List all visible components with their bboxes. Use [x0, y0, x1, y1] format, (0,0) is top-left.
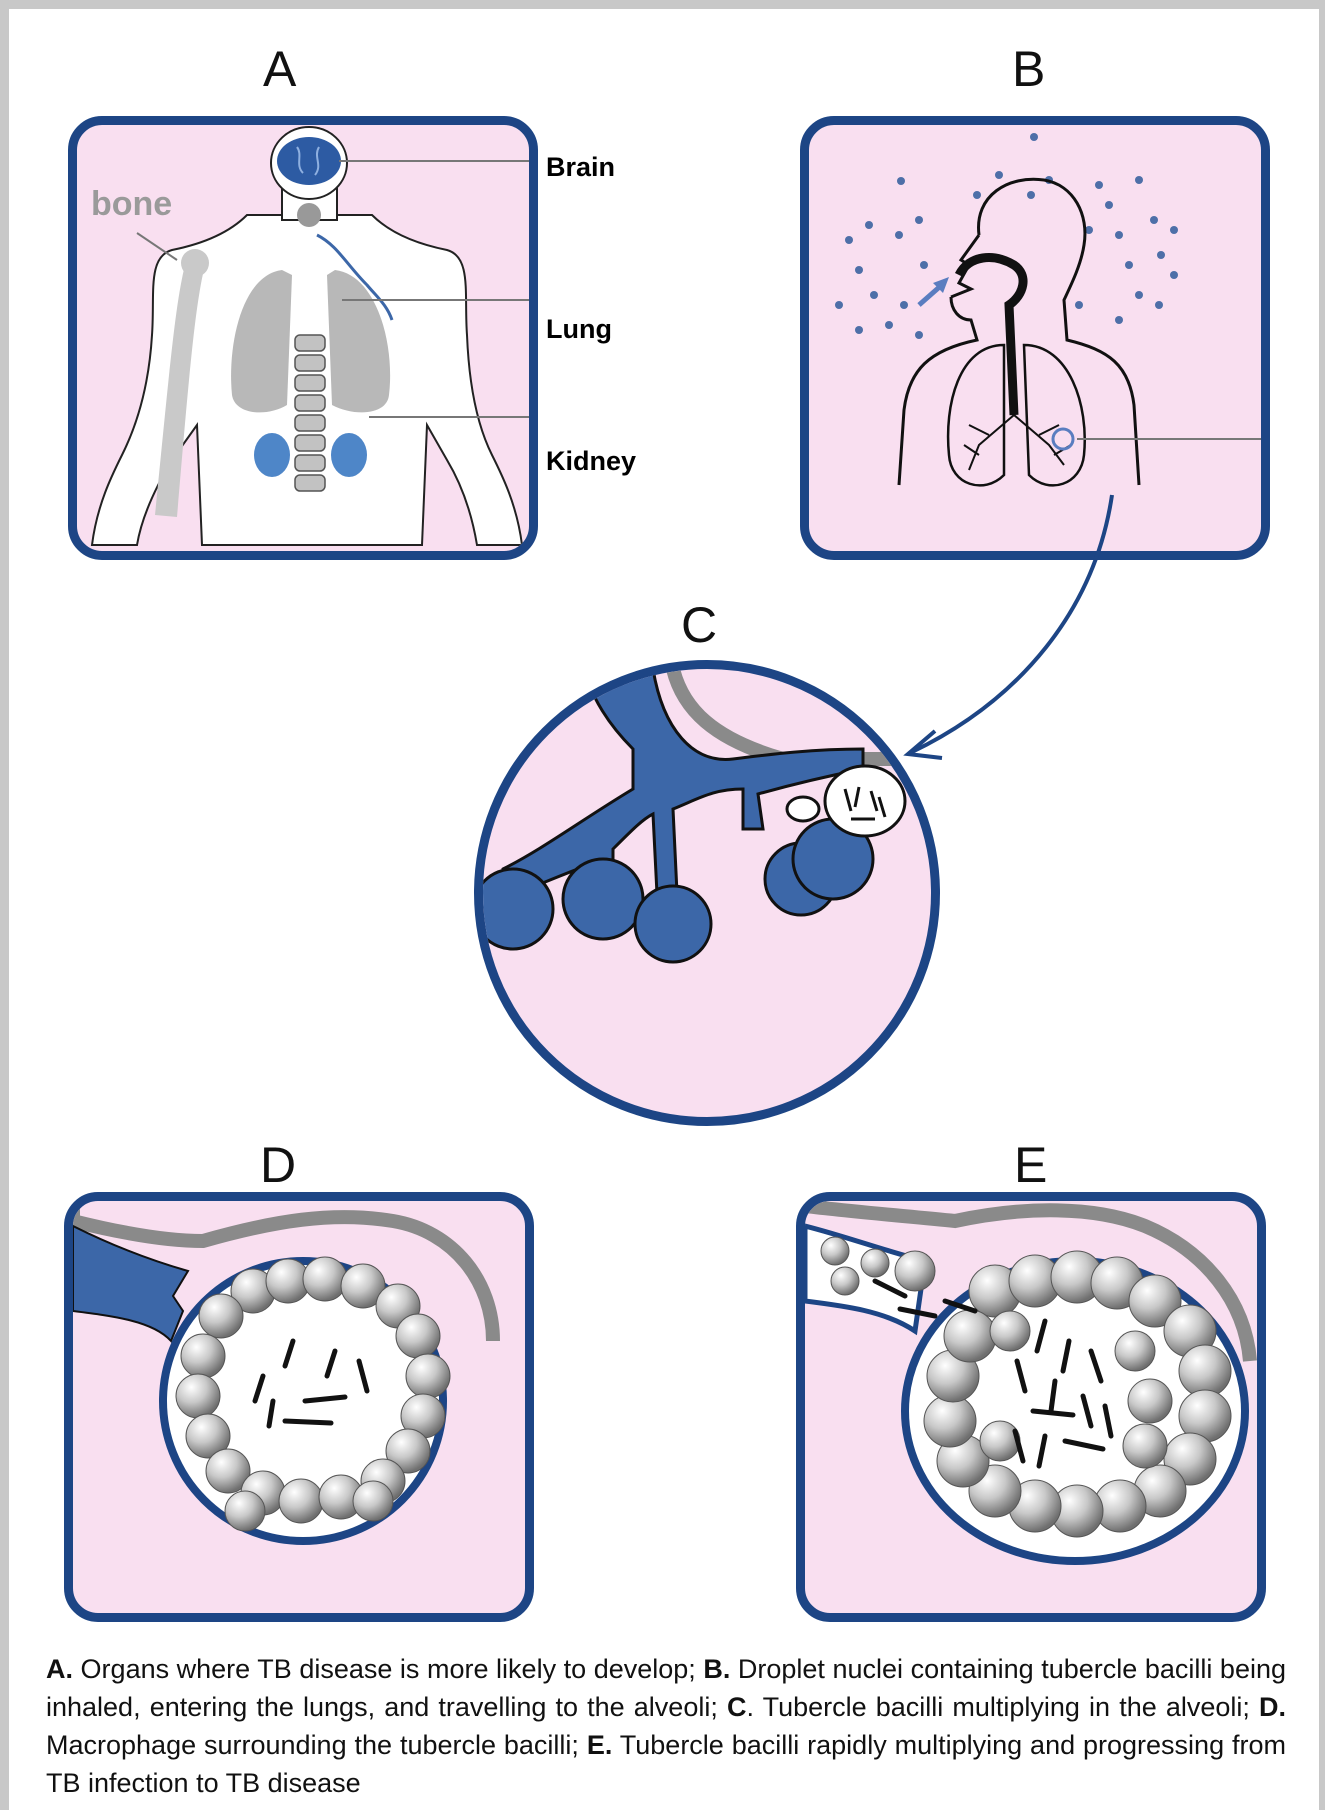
infected-alveolus [825, 766, 905, 836]
caption-key-b: B. [703, 1654, 730, 1684]
caption-key-a: A. [46, 1654, 73, 1684]
panel-e-disease [796, 1192, 1266, 1622]
panel-c-alveoli [474, 660, 940, 1126]
caption-key-d: D. [1259, 1692, 1286, 1722]
caption-text-a: Organs where TB disease is more likely t… [73, 1654, 703, 1684]
macrophage-illustration [73, 1201, 525, 1613]
panel-d-macrophage [64, 1192, 534, 1622]
caption-text-d: Macrophage surrounding the tubercle baci… [46, 1730, 587, 1760]
figure-caption: A. Organs where TB disease is more likel… [46, 1650, 1286, 1802]
airway-wall [673, 669, 903, 759]
bronchiole-illustration [483, 669, 931, 1117]
caption-key-e: E. [587, 1730, 613, 1760]
disease-illustration [805, 1201, 1257, 1613]
caption-key-c: C [727, 1692, 747, 1722]
caption-text-c: . Tubercle bacilli multiplying in the al… [746, 1692, 1259, 1722]
